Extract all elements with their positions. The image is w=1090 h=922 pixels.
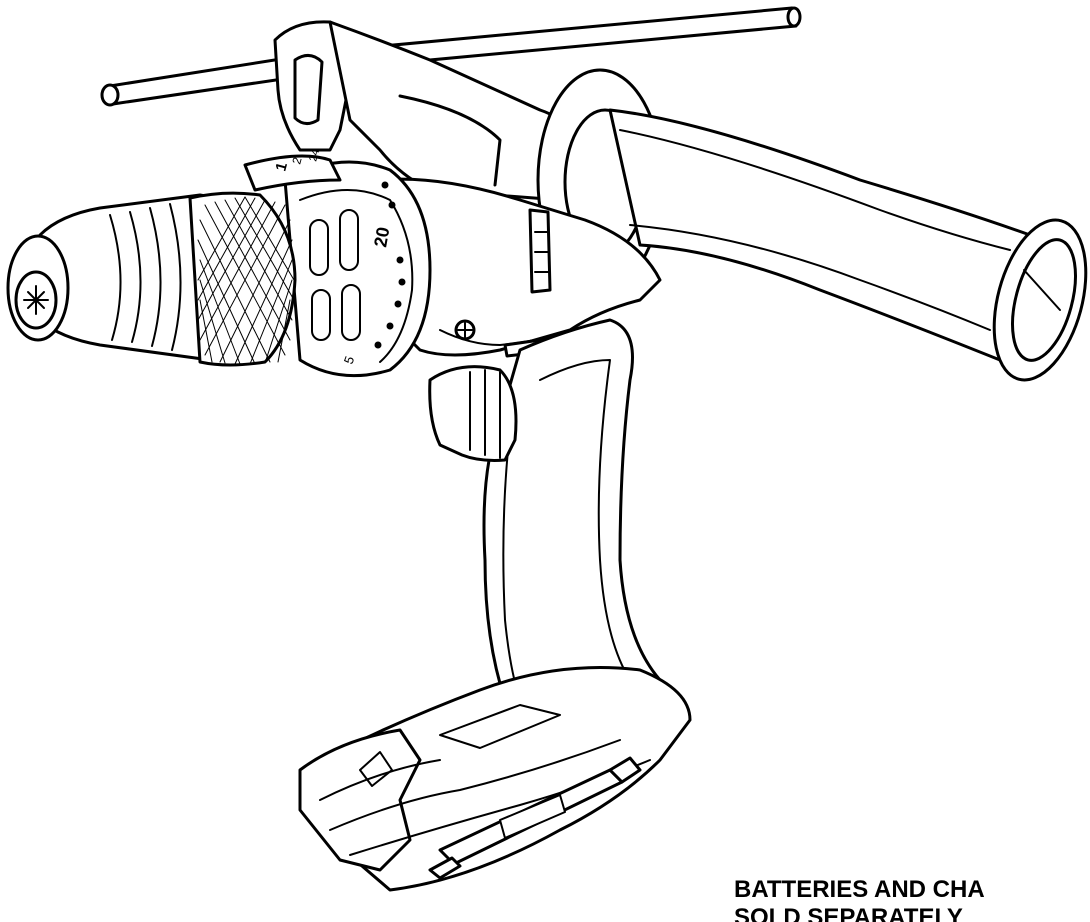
collar-mark-5: 5 (341, 354, 358, 366)
drill-grip (482, 318, 662, 709)
trigger (428, 365, 518, 462)
depth-rod (100, 6, 802, 107)
clutch-collar: 20 5 1 2 24 (243, 148, 432, 378)
caption-line-1: BATTERIES AND CHA (734, 876, 985, 903)
collar-mark-24: 24 (307, 148, 322, 163)
caption-line-2: SOLD SEPARATELY (734, 904, 963, 922)
caption-text: BATTERIES AND CHA SOLD SEPARATELY (734, 876, 1090, 922)
battery-base (298, 666, 692, 892)
drill-housing (378, 177, 662, 358)
collar-mark-20: 20 (370, 225, 393, 248)
side-handle-grip (536, 68, 1088, 382)
chuck (6, 191, 297, 367)
collar-mark-2: 2 (289, 155, 304, 165)
side-handle-clamp (273, 20, 577, 202)
